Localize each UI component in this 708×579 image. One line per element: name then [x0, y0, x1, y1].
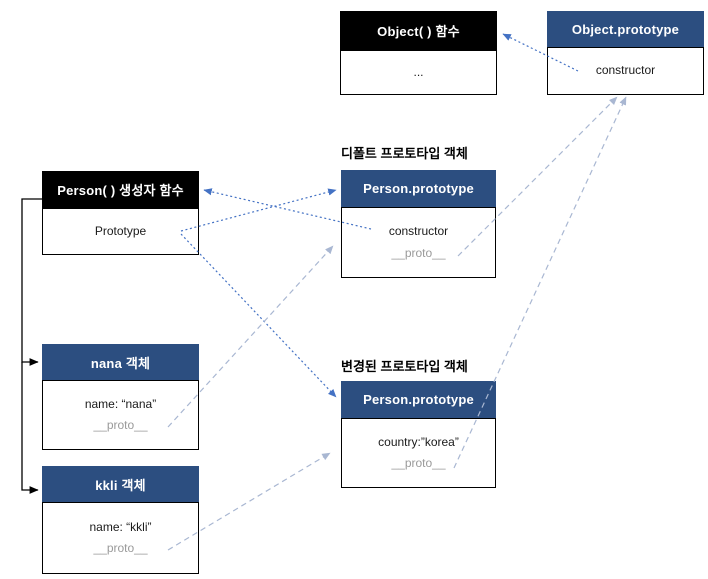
default-prototype-body: constructor __proto__ [341, 207, 496, 278]
nana-object-name: name: “nana” [84, 396, 157, 411]
changed-prototype-body: country:”korea” __proto__ [341, 418, 496, 488]
kkli-object-body: name: “kkli” __proto__ [42, 502, 199, 574]
person-function-box: Person( ) 생성자 함수 Prototype [42, 171, 199, 255]
arrow-person-fn-to-kkli-object [21, 362, 39, 494]
object-function-box: Object( ) 함수 ... [340, 11, 497, 95]
changed-prototype-box: Person.prototype country:”korea” __proto… [341, 381, 496, 488]
changed-prototype-proto-slot: __proto__ [391, 456, 446, 470]
default-prototype-title: Person.prototype [363, 181, 474, 196]
person-function-header: Person( ) 생성자 함수 [42, 171, 199, 208]
nana-object-body: name: “nana” __proto__ [42, 380, 199, 450]
arrow-person-fn-to-nana-object [21, 198, 42, 366]
object-function-header: Object( ) 함수 [340, 11, 497, 50]
nana-object-proto-slot: __proto__ [93, 418, 148, 432]
object-prototype-box: Object.prototype constructor [547, 11, 704, 95]
kkli-object-name: name: “kkli” [89, 519, 152, 534]
kkli-object-proto-slot: __proto__ [93, 541, 148, 555]
object-function-title: Object( ) 함수 [377, 24, 460, 39]
kkli-object-title: kkli 객체 [95, 477, 146, 493]
changed-prototype-header: Person.prototype [341, 381, 496, 418]
person-function-prototype-slot: Prototype [94, 223, 147, 238]
object-function-ellipsis: ... [413, 64, 424, 79]
nana-object-box: nana 객체 name: “nana” __proto__ [42, 344, 199, 450]
arrow-person-prototype-to-default-proto [180, 188, 337, 232]
nana-object-header: nana 객체 [42, 344, 199, 380]
default-prototype-header: Person.prototype [341, 170, 496, 207]
object-prototype-body: constructor [547, 47, 704, 95]
changed-prototype-label: 변경된 프로토타입 객체 [341, 359, 468, 374]
changed-prototype-title: Person.prototype [363, 392, 474, 407]
default-prototype-proto-slot: __proto__ [391, 245, 446, 260]
person-function-title: Person( ) 생성자 함수 [57, 183, 184, 198]
object-function-body: ... [340, 50, 497, 95]
object-prototype-header: Object.prototype [547, 11, 704, 47]
kkli-object-box: kkli 객체 name: “kkli” __proto__ [42, 466, 199, 574]
arrow-person-prototype-to-changed-proto [180, 233, 337, 398]
object-prototype-title: Object.prototype [571, 21, 680, 37]
default-prototype-box: Person.prototype constructor __proto__ [341, 170, 496, 278]
default-prototype-label: 디폴트 프로토타입 객체 [341, 146, 468, 161]
person-function-body: Prototype [42, 208, 199, 255]
changed-prototype-country: country:”korea” [378, 434, 459, 449]
object-prototype-constructor: constructor [595, 63, 656, 78]
default-prototype-constructor: constructor [388, 224, 449, 239]
kkli-object-header: kkli 객체 [42, 466, 199, 502]
nana-object-title: nana 객체 [90, 355, 151, 371]
